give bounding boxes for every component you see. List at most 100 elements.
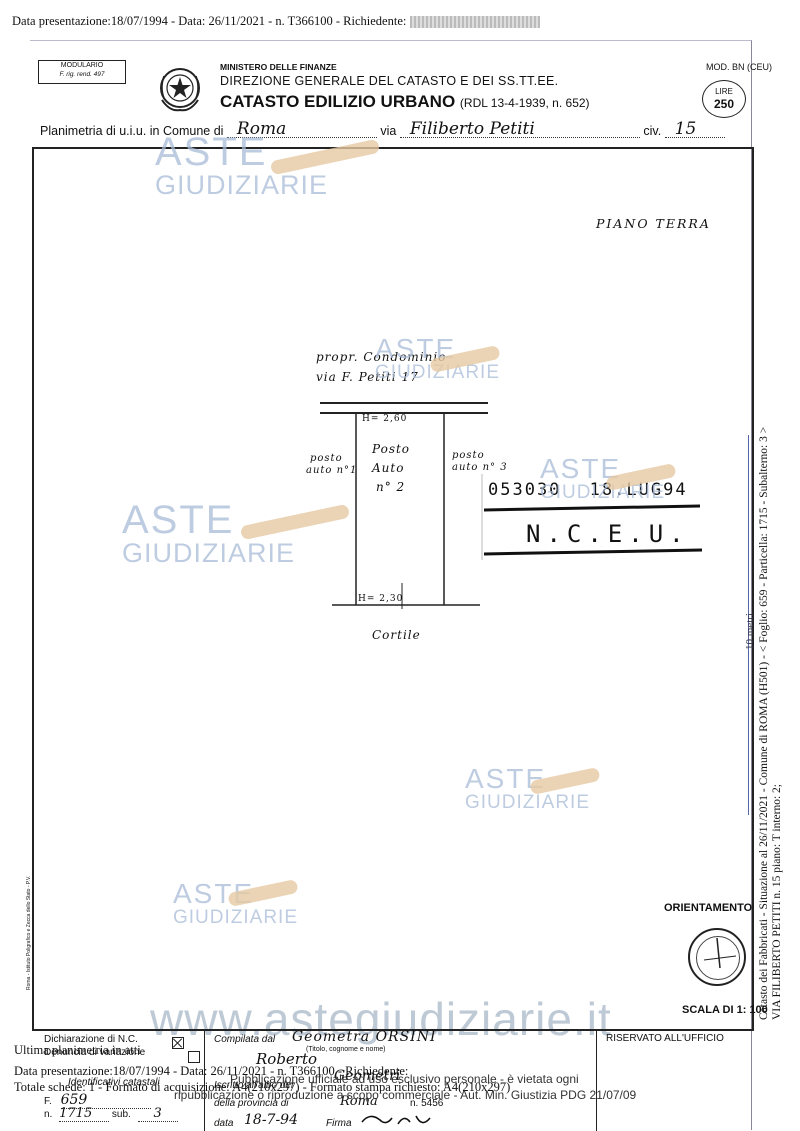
ministry-line: MINISTERO DELLE FINANZE xyxy=(220,62,337,72)
comune-value: Roma xyxy=(236,119,287,139)
compass-needle-icon xyxy=(703,937,737,969)
wm-aste: ASTE xyxy=(155,130,268,174)
posto-label: Posto xyxy=(372,442,411,456)
owner-label-2: via F. Petiti 17 xyxy=(316,370,419,384)
foglio-row: F. 659 xyxy=(44,1092,151,1109)
via-label: via xyxy=(380,124,397,138)
lire-stamp: LIRE 250 xyxy=(702,80,746,118)
watermark-aste-4: ASTE GIUDIZIARIE xyxy=(122,500,295,567)
via-field: Filiberto Petiti xyxy=(399,119,640,139)
scan-border xyxy=(30,40,752,1130)
catasto-title: CATASTO EDILIZIO URBANO (RDL 13-4-1939, … xyxy=(220,92,590,112)
footer-box xyxy=(32,1029,754,1131)
wm-giudiziarie: GIUDIZIARIE xyxy=(540,482,666,503)
civ-field: 15 xyxy=(664,119,725,139)
stamp-code: 053030 xyxy=(488,480,562,500)
iscritto-label: Iscritto all'albo dei xyxy=(214,1080,294,1091)
footer-divider-1 xyxy=(204,1029,205,1131)
wm-giudiziarie: GIUDIZIARIE xyxy=(155,170,329,200)
denuncia-label: Denuncia di variazione xyxy=(44,1047,146,1058)
modulario-code: F. rig. rend. 497 xyxy=(59,71,105,78)
provincia-label: della provincia di xyxy=(214,1098,289,1109)
floor-plan xyxy=(320,402,488,609)
compilata-value: Geometra ORSINI xyxy=(292,1029,437,1045)
data-label: data xyxy=(214,1118,234,1129)
watermark-aste-3: ASTE GIUDIZIARIE xyxy=(540,453,666,503)
printer-credit: Roma - Istituto Poligrafico e Zecca dell… xyxy=(26,875,32,990)
riservato-label: RISERVATO ALL'UFFICIO xyxy=(606,1033,724,1044)
particella-value: 1715 xyxy=(59,1106,110,1122)
registration-stamp-lines xyxy=(481,474,703,560)
sub-value: 3 xyxy=(137,1106,178,1122)
foglio-value: 659 xyxy=(60,1092,151,1109)
particella-row: n. 1715 sub. 3 xyxy=(44,1106,178,1122)
data-value: 18-7-94 xyxy=(244,1112,298,1128)
compilata-label: Compilata dal xyxy=(214,1034,276,1045)
dichiarazione-label: Dichiarazione di N.C. xyxy=(44,1034,138,1045)
firma-label: Firma xyxy=(326,1118,352,1129)
sub-label: sub. xyxy=(111,1109,131,1120)
wm-giudiziarie: GIUDIZIARIE xyxy=(375,362,501,383)
overlay-pubblicazione: Pubblicazione ufficiale ad uso esclusivo… xyxy=(230,1072,579,1086)
foglio-label: F. xyxy=(44,1096,52,1107)
wm-aste: ASTE xyxy=(540,453,622,484)
model-code: MOD. BN (CEU) xyxy=(706,62,772,72)
watermark-aste-5: ASTE GIUDIZIARIE xyxy=(465,765,591,813)
overlay-ripubblicazione: ripubblicazione o riproduzione a scopo c… xyxy=(174,1088,637,1102)
provincia-number: n. 5456 xyxy=(410,1098,444,1109)
denuncia-checkbox xyxy=(188,1050,201,1063)
wm-giudiziarie: GIUDIZIARIE xyxy=(122,538,296,568)
overlay-data: Data presentazione:18/07/1994 - Data: 26… xyxy=(14,1064,409,1078)
header-top-line: Data presentazione:18/07/1994 - Data: 26… xyxy=(12,14,541,29)
redacted-richiedente xyxy=(410,16,541,29)
modulario-label: MODULARIO xyxy=(60,62,104,69)
vertical-line-2: VIA FILIBERTO PETITI n. 15 piano: T inte… xyxy=(771,783,783,1020)
watermark-aste-1: ASTE GIUDIZIARIE xyxy=(155,132,328,199)
lire-value: 250 xyxy=(713,97,735,111)
civ-value: 15 xyxy=(674,119,697,139)
compass-icon xyxy=(688,928,746,986)
height-bottom: H= 2,30 xyxy=(358,594,404,604)
signature-icon xyxy=(361,1115,431,1125)
republic-emblem-icon xyxy=(160,68,200,112)
comune-field: Roma xyxy=(226,119,377,139)
identificativi-label: Identificativi catastali xyxy=(68,1077,160,1088)
dichiarazione-checkbox xyxy=(172,1036,184,1049)
top-line-text: Data presentazione:18/07/1994 - Data: 26… xyxy=(12,14,407,28)
civ-label: civ. xyxy=(643,124,662,138)
wm-aste: ASTE xyxy=(122,498,235,542)
auto-label: Auto xyxy=(372,461,405,475)
scale-bar xyxy=(748,435,749,815)
planimetria-line: Planimetria di u.i.u. in Comune di Roma … xyxy=(40,119,785,139)
scale-mark: 10 metri xyxy=(744,613,756,650)
plan-prefix: Planimetria di u.i.u. in Comune di xyxy=(40,124,224,138)
right-spot-2: auto n° 3 xyxy=(452,462,508,473)
catasto-law: (RDL 13-4-1939, n. 652) xyxy=(459,96,590,110)
catasto-title-text: CATASTO EDILIZIO URBANO xyxy=(220,92,456,111)
overlay-totale: Totale schede: 1 - Formato di acquisizio… xyxy=(14,1080,511,1094)
provincia-value: Roma xyxy=(340,1094,378,1109)
left-spot-2: auto n°1 xyxy=(306,465,358,476)
scale-label: SCALA DI 1: 100 xyxy=(682,1004,768,1016)
titolo-note: (Titolo, cognome e nome) xyxy=(306,1046,386,1053)
floor-label: PIANO TERRA xyxy=(596,216,711,231)
stamp-nceu: N.C.E.U. xyxy=(526,520,690,548)
height-top: H= 2,60 xyxy=(362,414,408,424)
particella-label: n. xyxy=(44,1109,53,1120)
overlay-ultima: Ultima planimetria in atti xyxy=(14,1043,141,1057)
wm-giudiziarie: GIUDIZIARIE xyxy=(465,792,591,813)
orientation-label: ORIENTAMENTO xyxy=(664,902,753,914)
wm-giudiziarie: GIUDIZIARIE xyxy=(173,907,299,928)
direction-line: DIREZIONE GENERALE DEL CATASTO E DEI SS.… xyxy=(220,74,559,88)
owner-label-1: propr. Condominio xyxy=(316,350,447,364)
number-label: n° 2 xyxy=(376,480,406,494)
vertical-cadastral-info: Catasto dei Fabbricati - Situazione al 2… xyxy=(758,340,798,1020)
iscritto-value: Geometri xyxy=(334,1068,401,1084)
left-spot-1: posto xyxy=(310,453,343,464)
via-value: Filiberto Petiti xyxy=(409,119,535,139)
right-spot-1: posto xyxy=(452,450,485,461)
courtyard-label: Cortile xyxy=(372,628,421,642)
lire-label: LIRE xyxy=(715,87,733,96)
modulario-box: MODULARIO F. rig. rend. 497 xyxy=(38,60,126,84)
vertical-line-1: Catasto dei Fabbricati - Situazione al 2… xyxy=(758,426,770,1020)
